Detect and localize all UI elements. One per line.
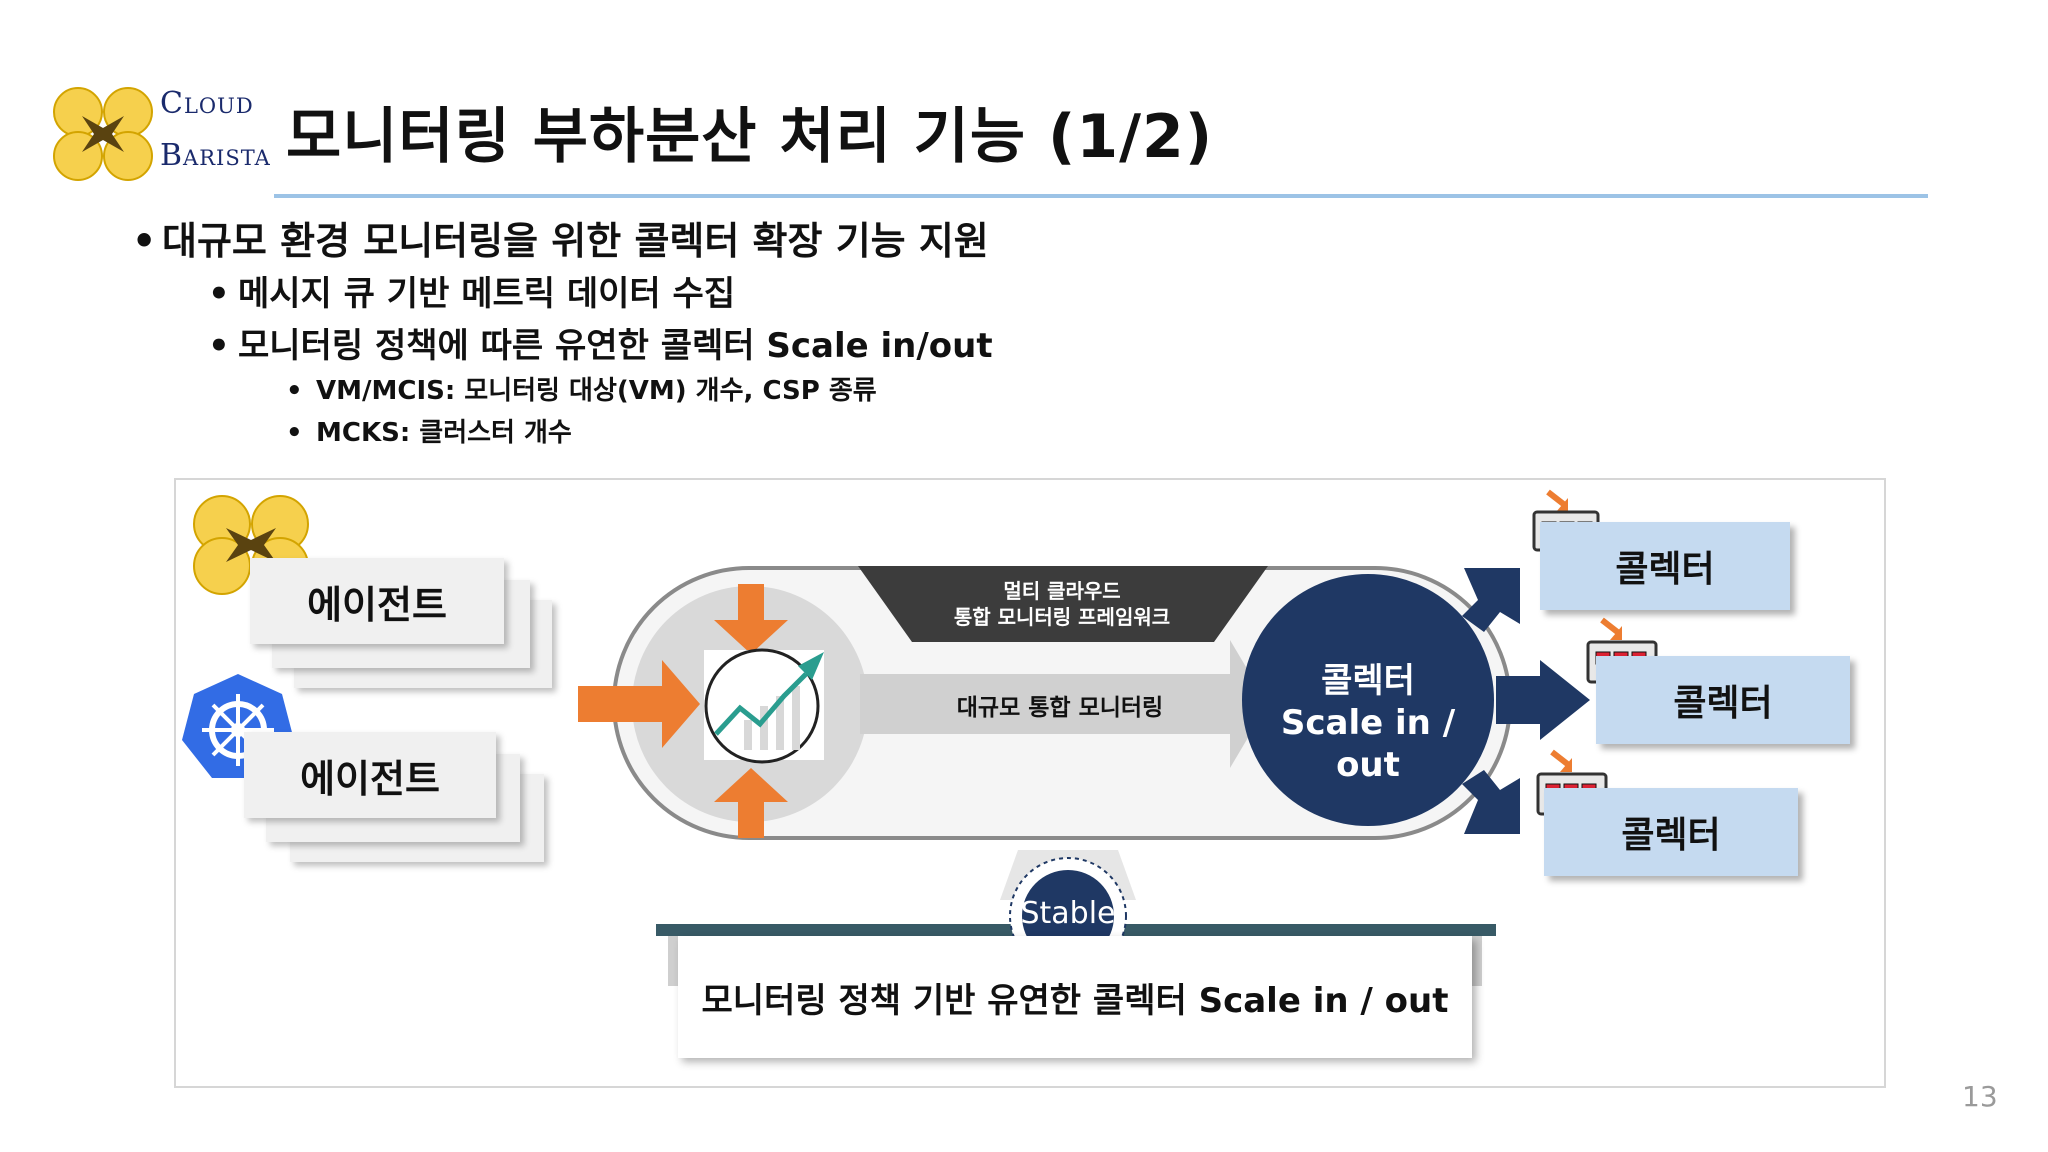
collector-box-2: 콜렉터 <box>1596 656 1850 744</box>
stable-label: Stable <box>1020 896 1116 931</box>
framework-banner-text: 멀티 클라우드 통합 모니터링 프레임워크 <box>953 579 1171 629</box>
agent-label-2: 에이전트 <box>300 756 440 801</box>
collector-box-3: 콜렉터 <box>1544 788 1798 876</box>
caption-text: 모니터링 정책 기반 유연한 콜렉터 Scale in / out <box>701 980 1449 1021</box>
page-title: 모니터링 부하분산 처리 기능 (1/2) <box>286 102 1214 172</box>
collector-box-1: 콜렉터 <box>1540 522 1790 610</box>
bullet-sub-2b: •MCKS: 클러스터 개수 <box>286 418 572 448</box>
caption-box: 모니터링 정책 기반 유연한 콜렉터 Scale in / out <box>678 936 1472 1058</box>
title-underline <box>274 194 1928 198</box>
logo-mark-icon <box>53 87 153 181</box>
bullet-sub-2a: •VM/MCIS: 모니터링 대상(VM) 개수, CSP 종류 <box>286 376 877 406</box>
cloud-barista-logo: Cloud Barista <box>52 86 272 186</box>
scale-circle-text: 콜렉터 Scale in / out <box>1280 661 1456 785</box>
logo-line-2: Barista <box>160 138 271 173</box>
page-number: 13 <box>1962 1080 1998 1113</box>
bullet-sub-2: •모니터링 정책에 따른 유연한 콜렉터 Scale in/out <box>208 326 993 366</box>
agent-label-1: 에이전트 <box>307 582 447 627</box>
logo-line-1: Cloud <box>160 86 254 121</box>
agent-card-2: 에이전트 <box>244 732 496 818</box>
bullet-sub-1: •메시지 큐 기반 메트릭 데이터 수집 <box>208 274 736 314</box>
center-arrow-label: 대규모 통합 모니터링 <box>956 695 1164 721</box>
agent-card-1: 에이전트 <box>250 558 504 644</box>
bullet-main: •대규모 환경 모니터링을 위한 콜렉터 확장 기능 지원 <box>132 219 989 263</box>
